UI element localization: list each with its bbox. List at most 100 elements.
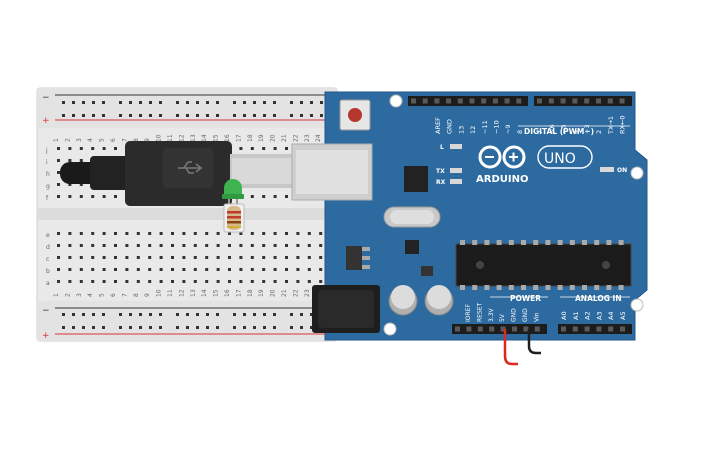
grid-hole[interactable]	[125, 244, 129, 247]
header-pin[interactable]	[481, 98, 487, 104]
grid-hole[interactable]	[296, 280, 300, 283]
grid-hole[interactable]	[57, 268, 60, 271]
grid-hole[interactable]	[125, 232, 129, 235]
rail-hole[interactable]	[129, 326, 132, 329]
grid-hole[interactable]	[216, 232, 220, 235]
grid-hole[interactable]	[193, 268, 197, 271]
arduino-uno-board[interactable]: L TX RX ON ARDUINO UNO DIGITAL (PWM~) PO…	[291, 91, 648, 341]
rail-hole[interactable]	[253, 114, 256, 117]
breadboard[interactable]: − + − + j i h g f e d c b a 112233445566…	[36, 87, 338, 342]
rail-hole[interactable]	[310, 114, 313, 117]
grid-hole[interactable]	[307, 232, 311, 235]
rail-hole[interactable]	[290, 313, 293, 316]
grid-hole[interactable]	[79, 183, 83, 186]
header-pin[interactable]	[534, 326, 540, 332]
rail-hole[interactable]	[176, 114, 179, 117]
grid-hole[interactable]	[57, 171, 60, 174]
grid-hole[interactable]	[114, 195, 117, 198]
rail-hole[interactable]	[216, 101, 219, 104]
header-pin[interactable]	[512, 326, 517, 332]
grid-hole[interactable]	[136, 244, 140, 247]
grid-hole[interactable]	[262, 195, 266, 198]
grid-hole[interactable]	[216, 256, 220, 259]
grid-hole[interactable]	[296, 232, 300, 235]
grid-hole[interactable]	[114, 280, 117, 283]
rail-hole[interactable]	[82, 313, 85, 316]
grid-hole[interactable]	[159, 268, 163, 271]
grid-hole[interactable]	[262, 244, 266, 247]
grid-hole[interactable]	[57, 280, 60, 283]
grid-hole[interactable]	[68, 159, 72, 162]
grid-hole[interactable]	[68, 195, 72, 198]
grid-hole[interactable]	[193, 280, 197, 283]
grid-hole[interactable]	[319, 244, 323, 247]
grid-hole[interactable]	[148, 268, 152, 271]
black-wire-gnd[interactable]	[527, 329, 541, 355]
grid-hole[interactable]	[136, 232, 140, 235]
header-pin[interactable]	[596, 326, 602, 332]
rail-hole[interactable]	[206, 313, 209, 316]
grid-hole[interactable]	[148, 244, 152, 247]
header-pin[interactable]	[492, 98, 498, 104]
rail-hole[interactable]	[206, 326, 209, 329]
rail-hole[interactable]	[290, 101, 293, 104]
header-pin[interactable]	[455, 326, 460, 332]
rail-hole[interactable]	[273, 326, 276, 329]
rail-hole[interactable]	[176, 101, 179, 104]
grid-hole[interactable]	[239, 256, 243, 259]
grid-hole[interactable]	[91, 280, 95, 283]
grid-hole[interactable]	[216, 268, 220, 271]
grid-hole[interactable]	[285, 147, 288, 150]
header-pin[interactable]	[516, 98, 522, 104]
grid-hole[interactable]	[79, 195, 83, 198]
grid-hole[interactable]	[228, 256, 231, 259]
grid-hole[interactable]	[250, 244, 254, 247]
grid-hole[interactable]	[250, 195, 254, 198]
rail-hole[interactable]	[149, 114, 152, 117]
digital-header-left[interactable]	[408, 96, 528, 106]
header-pin[interactable]	[572, 98, 578, 104]
grid-hole[interactable]	[79, 268, 83, 271]
grid-hole[interactable]	[148, 280, 152, 283]
header-pin[interactable]	[434, 98, 440, 104]
grid-hole[interactable]	[319, 256, 323, 259]
header-pin[interactable]	[620, 326, 625, 332]
grid-hole[interactable]	[285, 256, 288, 259]
grid-hole[interactable]	[114, 268, 117, 271]
header-pin[interactable]	[422, 98, 428, 104]
grid-hole[interactable]	[114, 256, 117, 259]
grid-hole[interactable]	[182, 280, 186, 283]
rail-hole[interactable]	[310, 101, 313, 104]
rail-hole[interactable]	[243, 326, 246, 329]
grid-hole[interactable]	[125, 256, 129, 259]
grid-hole[interactable]	[273, 256, 277, 259]
grid-hole[interactable]	[136, 268, 140, 271]
grid-hole[interactable]	[285, 268, 288, 271]
grid-hole[interactable]	[307, 256, 311, 259]
header-pin[interactable]	[477, 326, 483, 332]
grid-hole[interactable]	[102, 232, 106, 235]
rail-hole[interactable]	[186, 101, 189, 104]
grid-hole[interactable]	[171, 268, 174, 271]
grid-hole[interactable]	[250, 268, 254, 271]
grid-hole[interactable]	[125, 280, 129, 283]
rail-hole[interactable]	[196, 326, 199, 329]
grid-hole[interactable]	[91, 147, 95, 150]
grid-hole[interactable]	[91, 244, 95, 247]
grid-hole[interactable]	[193, 244, 197, 247]
rail-hole[interactable]	[129, 114, 132, 117]
rail-hole[interactable]	[82, 101, 85, 104]
grid-hole[interactable]	[79, 280, 83, 283]
rail-hole[interactable]	[320, 101, 323, 104]
rail-hole[interactable]	[300, 101, 303, 104]
grid-hole[interactable]	[205, 280, 209, 283]
rail-hole[interactable]	[82, 114, 85, 117]
header-pin[interactable]	[561, 326, 566, 332]
rail-hole[interactable]	[243, 313, 246, 316]
rail-hole[interactable]	[62, 326, 65, 329]
rail-hole[interactable]	[102, 326, 105, 329]
rail-hole[interactable]	[92, 101, 95, 104]
rail-hole[interactable]	[206, 101, 209, 104]
grid-hole[interactable]	[250, 232, 254, 235]
header-pin[interactable]	[584, 98, 590, 104]
